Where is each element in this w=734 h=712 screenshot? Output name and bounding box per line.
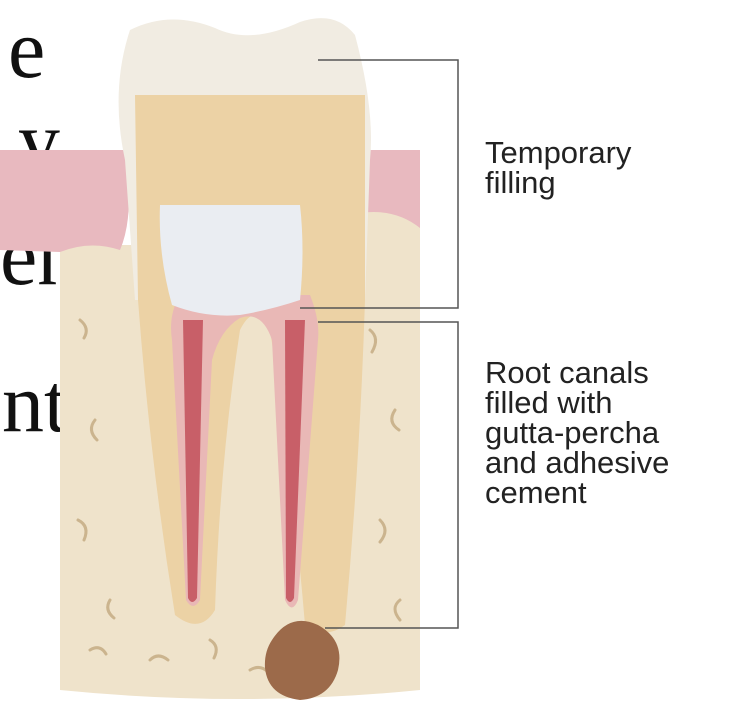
label-temporary-filling: Temporary filling	[485, 138, 631, 198]
gum-tissue	[0, 150, 129, 252]
temporary-filling	[160, 205, 303, 316]
label-root-canals: Root canals filled with gutta-percha and…	[485, 358, 669, 508]
